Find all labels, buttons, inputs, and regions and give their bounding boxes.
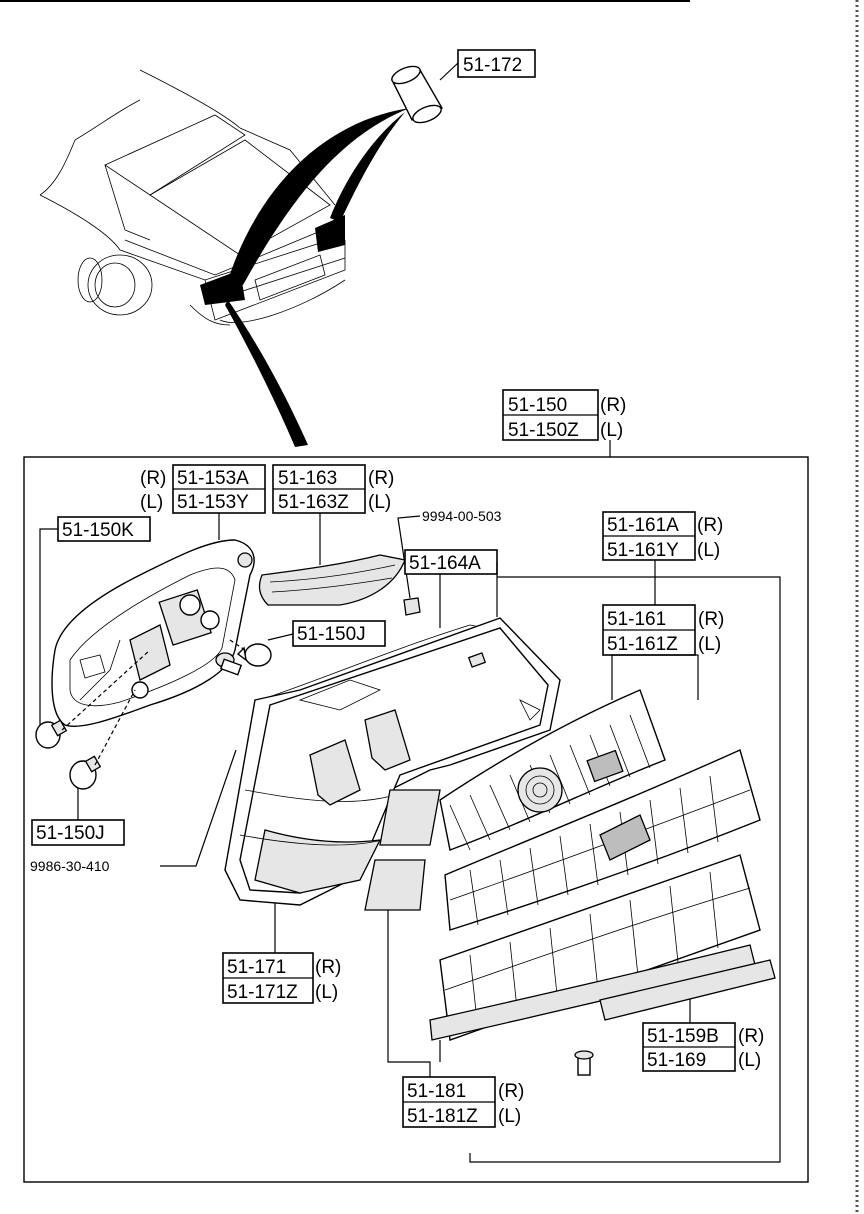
bulb-51-172	[391, 65, 444, 124]
bulb-51-150J-lower	[69, 755, 102, 790]
side-l: (L)	[368, 492, 391, 513]
part-number-51-163: 51-163	[278, 468, 337, 489]
reflector-51-181-lower	[364, 859, 426, 911]
side-l: (L)	[498, 1106, 521, 1127]
side-r: (R)	[698, 609, 724, 630]
side-l: (L)	[600, 420, 623, 441]
lens-51-161A	[439, 689, 666, 851]
part-number-51-161A: 51-161A	[607, 515, 679, 536]
label-51-150J-upper	[292, 620, 386, 647]
part-number-51-171Z: 51-171Z	[227, 982, 298, 1003]
screw-9986-30-410	[215, 652, 243, 676]
bulb-51-150K-lower	[35, 719, 68, 749]
label-51-150J-lower	[31, 819, 125, 846]
side-r: (R)	[600, 395, 626, 416]
part-number-51-169: 51-169	[647, 1050, 706, 1071]
side-l: (L)	[738, 1050, 761, 1071]
side-r: (R)	[498, 1081, 524, 1102]
part-number-51-159B: 51-159B	[647, 1026, 719, 1047]
part-number-51-153Y: 51-153Y	[177, 492, 249, 513]
side-r: (R)	[140, 468, 166, 489]
part-number-51-153A: 51-153A	[177, 468, 249, 489]
side-l: (L)	[315, 982, 338, 1003]
side-r: (R)	[738, 1026, 764, 1047]
assembly-frame	[23, 456, 809, 1183]
part-number-51-150: 51-150	[508, 395, 567, 416]
side-r: (R)	[368, 468, 394, 489]
part-number-51-150J: 51-150J	[36, 823, 105, 844]
part-number-51-161: 51-161	[607, 609, 666, 630]
bulb-51-150J-upper	[236, 643, 272, 667]
lens-51-161	[444, 749, 761, 931]
side-lens-51-163	[258, 554, 406, 606]
screw-bottom	[574, 1050, 594, 1076]
label-51-150K	[57, 516, 151, 542]
part-number-9994-00-503: 9994-00-503	[422, 508, 502, 524]
part-number-51-150Z: 51-150Z	[508, 420, 579, 441]
side-l: (L)	[697, 540, 720, 561]
part-number-9986-30-410: 9986-30-410	[30, 858, 110, 874]
housing-51-171	[224, 617, 561, 906]
label-51-172	[457, 49, 536, 78]
side-l: (L)	[698, 634, 721, 655]
side-r: (R)	[315, 957, 341, 978]
reflector-51-181-upper	[379, 789, 441, 846]
car-rear-view-illustration	[39, 69, 410, 447]
garnish-51-159B	[429, 944, 776, 1041]
nut-9994-00-503	[403, 597, 421, 616]
part-number-51-161Z: 51-161Z	[607, 634, 678, 655]
part-number-51-181: 51-181	[407, 1081, 466, 1102]
part-number-51-163Z: 51-163Z	[278, 492, 349, 513]
part-number-51-150J: 51-150J	[297, 624, 366, 645]
part-number-51-172: 51-172	[463, 55, 522, 76]
part-number-51-161Y: 51-161Y	[607, 540, 679, 561]
side-r: (R)	[697, 515, 723, 536]
part-number-51-181Z: 51-181Z	[407, 1106, 478, 1127]
side-l: (L)	[140, 492, 163, 513]
socket-plate-51-150K	[51, 539, 255, 727]
part-number-51-171: 51-171	[227, 957, 286, 978]
part-number-51-150K: 51-150K	[62, 520, 134, 541]
part-number-51-164A: 51-164A	[409, 553, 481, 574]
